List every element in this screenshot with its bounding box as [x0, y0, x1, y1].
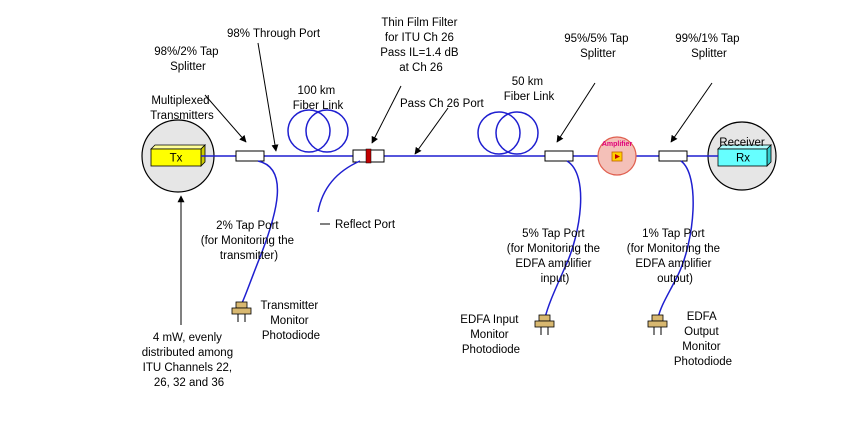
pointer-lines — [177, 42, 713, 325]
tap-95-5-label: 95%/5% Tap Splitter — [564, 33, 632, 60]
edfa-output-monitor-photodiode — [647, 314, 668, 335]
fiber-coil-50km — [477, 111, 539, 155]
through-port-label: 98% Through Port — [227, 28, 321, 40]
multiplexed-transmitters: Tx — [141, 119, 215, 193]
edfa-output-monitor-label: EDFA Output Monitor Photodiode — [674, 311, 732, 368]
tx-monitor-label: Transmitter Monitor Photodiode — [261, 300, 322, 342]
tap-5-port-label: 5% Tap Port (for Monitoring the EDFA amp… — [507, 228, 604, 285]
tx-monitor-photodiode — [231, 301, 252, 322]
tap-branch-fibers — [240, 160, 694, 319]
edfa-input-monitor-photodiode — [534, 314, 555, 335]
tx-box: Tx — [150, 144, 206, 167]
rx-box: Rx — [717, 144, 772, 167]
fiber-coil-100km — [287, 109, 349, 153]
rx-label: Rx — [736, 153, 750, 165]
pass-port-label: Pass Ch 26 Port — [400, 98, 485, 110]
amplifier-triangle-icon — [615, 154, 620, 159]
reflect-port-label: Reflect Port — [335, 219, 396, 231]
tap-splitter-98-2 — [235, 150, 265, 162]
receiver: Rx Receiver — [707, 121, 777, 191]
tx-label: Tx — [170, 153, 183, 165]
power-note-label: 4 mW, evenly distributed among ITU Chann… — [142, 332, 237, 389]
edfa-amplifier: Amplifier — [597, 136, 637, 176]
tap-splitter-99-1 — [658, 150, 688, 162]
edfa-input-monitor-label: EDFA Input Monitor Photodiode — [460, 314, 521, 356]
tap-99-1-label: 99%/1% Tap Splitter — [675, 33, 743, 60]
tap-98-2-label: 98%/2% Tap Splitter — [154, 46, 222, 73]
fiber-50km-label: 50 km Fiber Link — [504, 76, 555, 103]
tap-splitter-95-5 — [544, 150, 574, 162]
receiver-label: Receiver — [719, 137, 765, 149]
amplifier-label: Amplifier — [602, 141, 633, 148]
tap-2-port-label: 2% Tap Port (for Monitoring the transmit… — [201, 220, 298, 262]
multiplexed-transmitters-label: Multiplexed Transmitters — [150, 95, 214, 122]
tap-1-port-label: 1% Tap Port (for Monitoring the EDFA amp… — [627, 228, 724, 285]
fiber-100km-label: 100 km Fiber Link — [293, 85, 344, 112]
thin-film-filter-label: Thin Film Filter for ITU Ch 26 Pass IL=1… — [380, 17, 462, 74]
thin-film-filter — [352, 148, 385, 164]
